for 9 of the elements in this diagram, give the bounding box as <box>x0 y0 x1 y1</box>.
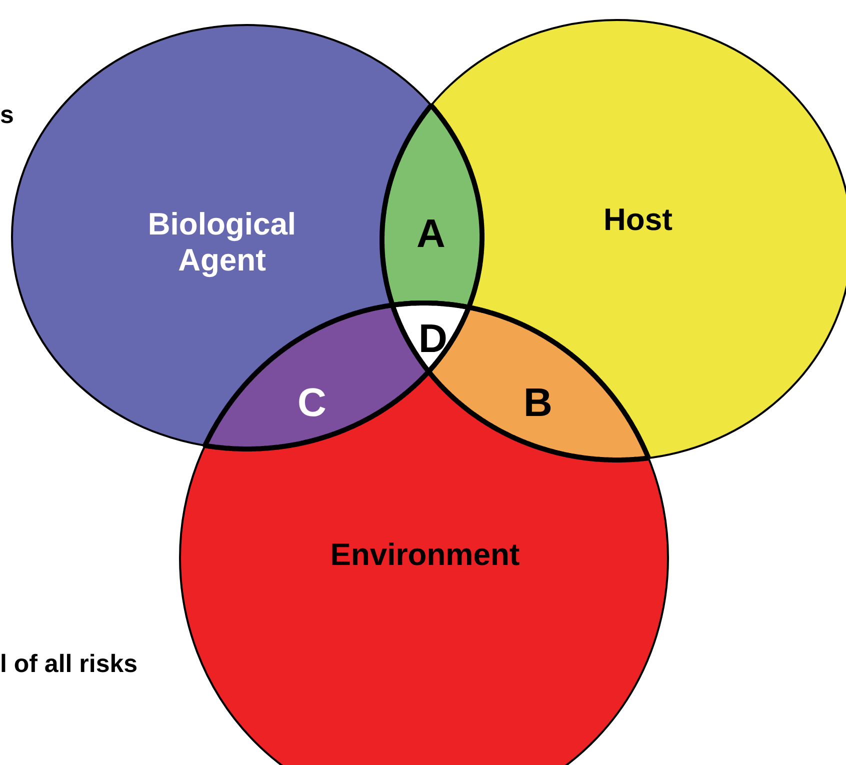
set-label: Environment <box>329 537 521 573</box>
set-label: Biological Agent <box>146 206 298 278</box>
note-text: l of all risks <box>0 650 138 679</box>
note-text: s <box>0 101 14 130</box>
region-letter: B <box>522 380 554 426</box>
set-label: Host <box>602 202 674 238</box>
region-letter: A <box>416 211 446 257</box>
region-letter: D <box>418 316 448 362</box>
region-letter: C <box>296 380 328 426</box>
